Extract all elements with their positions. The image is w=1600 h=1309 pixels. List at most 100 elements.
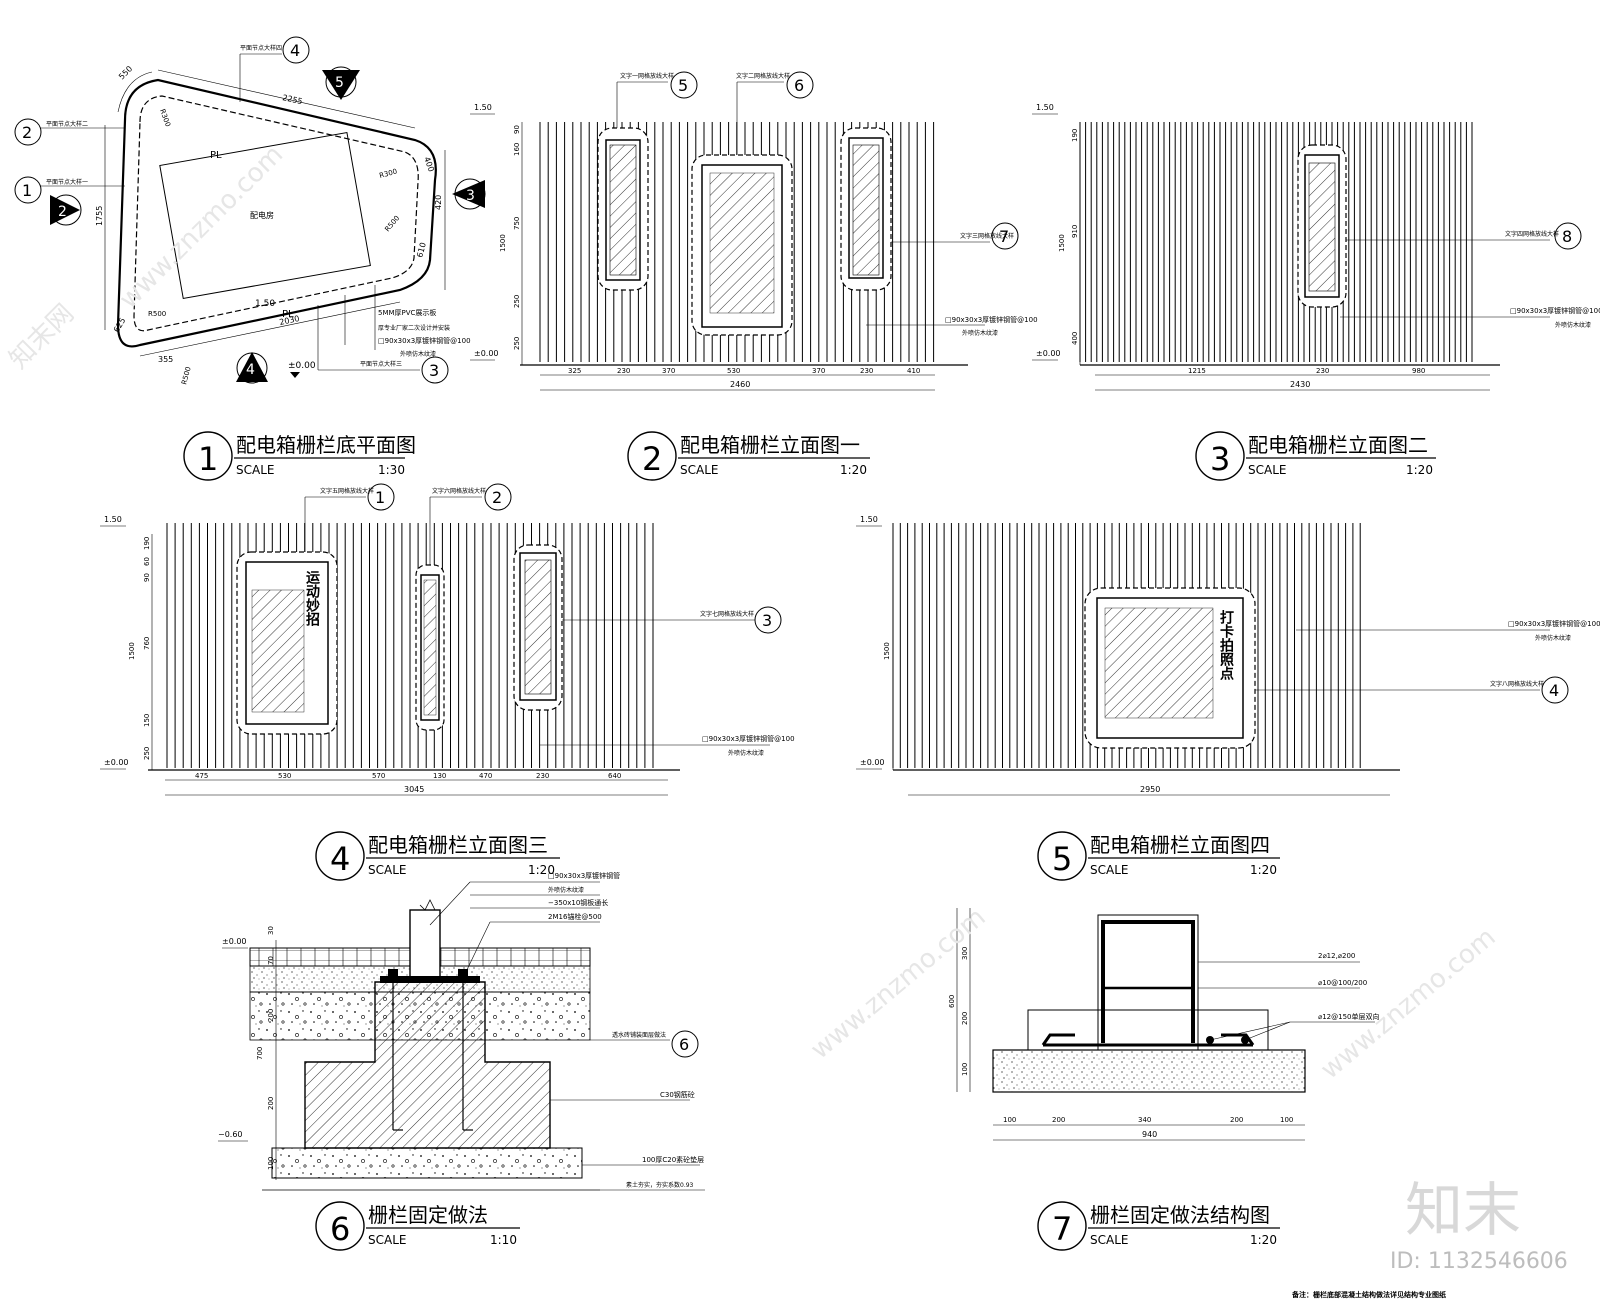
svg-text:70: 70 xyxy=(267,956,275,965)
detail6-note-c30: C30钢筋砼 xyxy=(660,1090,695,1099)
title-block-1: 1 配电箱栅栏底平面图 SCALE 1:30 xyxy=(183,431,416,481)
watermark-cn: 知末网 xyxy=(4,299,80,375)
elev1-hdim-6: 410 xyxy=(907,367,920,375)
svg-text:1:30: 1:30 xyxy=(378,463,405,477)
elev3-note-paint: 外喷仿木纹漆 xyxy=(728,749,764,757)
svg-text:700: 700 xyxy=(256,1047,264,1060)
watermark-site-3: www.znzmo.com xyxy=(1315,922,1501,1085)
detail6-note-pipe: □90x30x3厚镀锌钢管 xyxy=(548,871,620,880)
svg-text:3: 3 xyxy=(1210,440,1230,478)
elev1-level-top: 1.50 xyxy=(474,103,492,112)
detail-6: ±0.00 −0.60 30 70 200 700 200 100 □90x30… xyxy=(218,871,705,1191)
plan-callout-1 xyxy=(14,176,42,204)
elev1-level-zero: ±0.00 xyxy=(474,349,499,358)
svg-text:7: 7 xyxy=(1052,1210,1072,1248)
svg-text:3: 3 xyxy=(466,188,475,204)
watermark-site-1: www.znzmo.com xyxy=(114,140,289,315)
svg-text:4: 4 xyxy=(290,41,300,60)
footer-note: 备注：栅栏底部混凝土结构做法详见结构专业图纸 xyxy=(1291,1290,1446,1299)
svg-text:760: 760 xyxy=(143,637,151,650)
watermark-id: ID: 1132546606 xyxy=(1390,1249,1568,1274)
elev3-note-t7: 文字七网格放线大样 xyxy=(700,610,754,618)
plan-elev-arrow-5: 5 xyxy=(322,66,360,100)
plan-outer-fence xyxy=(116,78,437,348)
detail6-note-bolt: 2M16锚栓@500 xyxy=(548,912,602,921)
plan-dim-2255: 2255 xyxy=(282,93,304,106)
svg-text:910: 910 xyxy=(1071,225,1079,238)
detail7-base xyxy=(992,1049,1306,1093)
svg-text:2: 2 xyxy=(22,123,32,142)
svg-text:SCALE: SCALE xyxy=(1090,1233,1128,1247)
svg-text:150: 150 xyxy=(143,714,151,727)
svg-text:250: 250 xyxy=(513,295,521,308)
elev3-hdim-5: 230 xyxy=(536,772,549,780)
elev4-level-zero: ±0.00 xyxy=(860,758,885,767)
elev1-note-t2: 文字二网格放线大样 xyxy=(736,72,790,80)
plan-elev-arrow-4: 4 xyxy=(236,352,268,384)
svg-text:SCALE: SCALE xyxy=(680,463,718,477)
detail6-note-pave: 透水砖铺装面层做法 xyxy=(612,1031,666,1039)
svg-text:6: 6 xyxy=(679,1035,689,1054)
elev3-callout-1 xyxy=(367,483,395,511)
svg-text:SCALE: SCALE xyxy=(368,1233,406,1247)
elev1-note-t1: 文字一网格放线大样 xyxy=(620,72,674,80)
svg-text:5: 5 xyxy=(678,76,688,95)
elev3-htotal: 3045 xyxy=(404,785,424,794)
elev3-note-pipe: □90x30x3厚镀锌钢管@100 xyxy=(702,734,795,743)
svg-text:SCALE: SCALE xyxy=(236,463,274,477)
svg-text:1: 1 xyxy=(22,181,32,200)
detail6-c20 xyxy=(271,1147,583,1179)
title-block-5: 5 配电箱栅栏立面图四 SCALE 1:20 xyxy=(1037,831,1280,881)
elev4-level-top: 1.50 xyxy=(860,515,878,524)
title-block-3: 3 配电箱栅栏立面图二 SCALE 1:20 xyxy=(1195,431,1436,481)
elev3-note-t6: 文字六网格放线大样 xyxy=(432,487,486,495)
svg-text:6: 6 xyxy=(794,76,804,95)
detail7-note-r1: 2⌀12,⌀200 xyxy=(1318,952,1355,960)
elev1-hdim-1: 230 xyxy=(617,367,630,375)
svg-text:1: 1 xyxy=(375,488,385,507)
svg-text:200: 200 xyxy=(267,1097,275,1110)
svg-text:1500: 1500 xyxy=(883,642,891,660)
elev2-callout-8 xyxy=(1554,222,1582,250)
plan-inner-fence xyxy=(133,95,419,332)
svg-text:300: 300 xyxy=(961,947,969,960)
svg-text:1: 1 xyxy=(198,440,218,478)
elev4-note-pipe: □90x30x3厚镀锌钢管@100 xyxy=(1508,619,1600,628)
svg-text:4: 4 xyxy=(1549,681,1559,700)
plan-ref-bottom3: 平面节点大样三 xyxy=(360,360,402,368)
svg-text:2: 2 xyxy=(58,204,67,220)
detail7-hdim-4: 100 xyxy=(1280,1116,1293,1124)
elev1-callout-7 xyxy=(991,222,1019,250)
plan-note-pvc: 5MM厚PVC展示板 xyxy=(378,308,436,317)
elev3-hdim-6: 640 xyxy=(608,772,621,780)
elev1-hdim-0: 325 xyxy=(568,367,581,375)
detail6-note-plate: −350x10钢板通长 xyxy=(548,898,608,907)
watermark-site-2: www.znzmo.com xyxy=(805,902,991,1065)
elev3-callout-3 xyxy=(754,606,782,634)
title-2-name: 配电箱栅栏立面图一 xyxy=(680,433,860,457)
svg-text:8: 8 xyxy=(1562,227,1572,246)
svg-text:60: 60 xyxy=(143,557,151,566)
detail6-callout-6 xyxy=(671,1030,699,1058)
plan-r500-c: R500 xyxy=(180,366,192,386)
elevation-1: 1.50 ±0.00 90 160 750 250 250 1500 325 2… xyxy=(470,71,1038,391)
title-3-name: 配电箱栅栏立面图二 xyxy=(1248,433,1428,457)
plan-view: 配电房 PL PL 1.50 ±0.00 1755 2255 550 400 4… xyxy=(14,36,486,386)
plan-r300-a: R300 xyxy=(158,108,172,128)
elevation-4: 1.50 ±0.00 1500 2950 打卡拍照点 □90x30x3厚镀锌钢管… xyxy=(856,515,1600,796)
plan-dim-625: 625 xyxy=(112,316,127,334)
elev3-level-zero: ±0.00 xyxy=(104,758,129,767)
title-5-name: 配电箱栅栏立面图四 xyxy=(1090,833,1270,857)
svg-text:400: 400 xyxy=(1071,332,1079,345)
plan-dim-550: 550 xyxy=(117,64,134,81)
svg-text:3: 3 xyxy=(762,611,772,630)
svg-text:90: 90 xyxy=(513,125,521,134)
watermark-brand: 知末 xyxy=(1405,1176,1521,1244)
svg-text:90: 90 xyxy=(143,573,151,582)
detail7-hdim-3: 200 xyxy=(1230,1116,1243,1124)
svg-text:SCALE: SCALE xyxy=(1248,463,1286,477)
svg-text:4: 4 xyxy=(246,362,255,378)
detail6-note-soil: 素土夯实，夯实系数0.93 xyxy=(626,1181,694,1189)
plan-level-top: 1.50 xyxy=(255,299,275,309)
